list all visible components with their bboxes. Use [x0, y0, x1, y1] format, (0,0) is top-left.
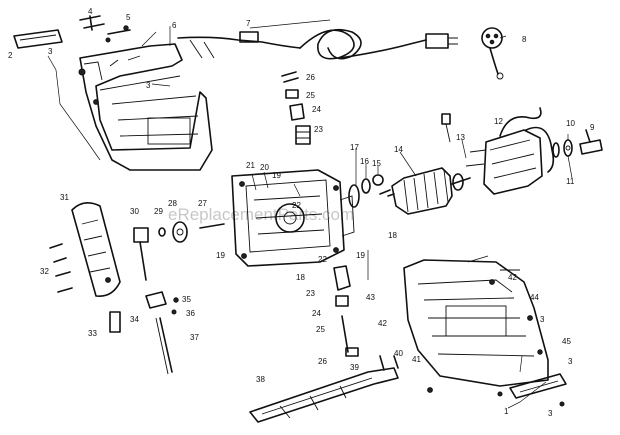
callout-25: 25	[306, 91, 315, 100]
callout-5: 5	[126, 13, 131, 22]
cord-clip	[79, 15, 105, 31]
callout-11: 11	[566, 177, 575, 186]
callout-44: 44	[530, 293, 539, 302]
leader-lines	[47, 19, 573, 409]
callout-3: 3	[48, 47, 53, 56]
brush-holder-set-upper	[281, 71, 311, 145]
callout-3c: 3	[540, 315, 545, 324]
base-shoe	[249, 355, 399, 423]
callout-6: 6	[172, 21, 177, 30]
lower-housing	[403, 255, 549, 393]
callout-12: 12	[494, 117, 503, 126]
callout-35: 35	[182, 295, 191, 304]
callout-3d: 3	[568, 357, 573, 366]
fan-and-washers	[348, 174, 384, 208]
armature	[379, 167, 471, 215]
guard-cover	[49, 202, 121, 298]
callout-22b: 22	[318, 255, 327, 264]
callout-33: 33	[88, 329, 97, 338]
callout-39: 39	[350, 363, 359, 372]
field-assembly	[441, 107, 555, 195]
callout-28: 28	[168, 199, 177, 208]
terminal-connector	[481, 27, 504, 80]
callout-32: 32	[40, 267, 49, 276]
callout-19c: 19	[216, 251, 225, 260]
callout-14: 14	[394, 145, 403, 154]
end-bearing-stack	[552, 129, 603, 158]
callout-36: 36	[186, 309, 195, 318]
callout-21: 21	[246, 161, 255, 170]
callout-45: 45	[562, 337, 571, 346]
callout-19: 19	[272, 171, 281, 180]
callout-9: 9	[590, 123, 595, 132]
callout-37: 37	[190, 333, 199, 342]
callout-26: 26	[306, 73, 315, 82]
callout-22: 22	[292, 201, 301, 210]
callout-25b: 25	[316, 325, 325, 334]
callout-3b: 3	[146, 81, 151, 90]
callout-numbers: 2 3 3 4 5 6 7 8 9 10 11 12 13 14 15 16 1…	[8, 7, 595, 418]
callout-19b: 19	[356, 251, 365, 260]
gear-housing	[231, 169, 355, 267]
callout-41: 41	[412, 355, 421, 364]
callout-23: 23	[314, 125, 323, 134]
callout-20: 20	[260, 163, 269, 172]
callout-7: 7	[246, 19, 251, 28]
callout-42: 42	[508, 273, 517, 282]
callout-26b: 26	[318, 357, 327, 366]
name-plate	[13, 29, 63, 49]
callout-42b: 42	[378, 319, 387, 328]
blade-clamp-set	[145, 291, 179, 375]
callout-38: 38	[256, 375, 265, 384]
callout-18: 18	[388, 231, 397, 240]
callout-34: 34	[130, 315, 139, 324]
callout-17: 17	[350, 143, 359, 152]
callout-4: 4	[88, 7, 93, 16]
power-cord	[177, 28, 458, 60]
callout-29: 29	[154, 207, 163, 216]
screw-5	[107, 29, 131, 35]
callout-24b: 24	[312, 309, 321, 318]
callout-3e: 3	[548, 409, 553, 418]
callout-1: 1	[504, 407, 509, 416]
callout-15: 15	[372, 159, 381, 168]
callout-13: 13	[456, 133, 465, 142]
callout-8: 8	[522, 35, 527, 44]
callout-16: 16	[360, 157, 369, 166]
watermark: eReplacementParts.com	[168, 205, 354, 224]
callout-10: 10	[566, 119, 575, 128]
plunger	[109, 311, 121, 333]
brush-holder-set-lower	[333, 265, 359, 357]
callout-43: 43	[366, 293, 375, 302]
callout-18b: 18	[296, 273, 305, 282]
lower-plate	[497, 373, 567, 407]
callout-27: 27	[198, 199, 207, 208]
callout-23b: 23	[306, 289, 315, 298]
callout-31: 31	[60, 193, 69, 202]
spindle-gear-set	[133, 221, 225, 281]
callout-24: 24	[312, 105, 321, 114]
upper-housing	[78, 25, 213, 171]
callout-40: 40	[394, 349, 403, 358]
callout-30: 30	[130, 207, 139, 216]
callout-2: 2	[8, 51, 13, 60]
